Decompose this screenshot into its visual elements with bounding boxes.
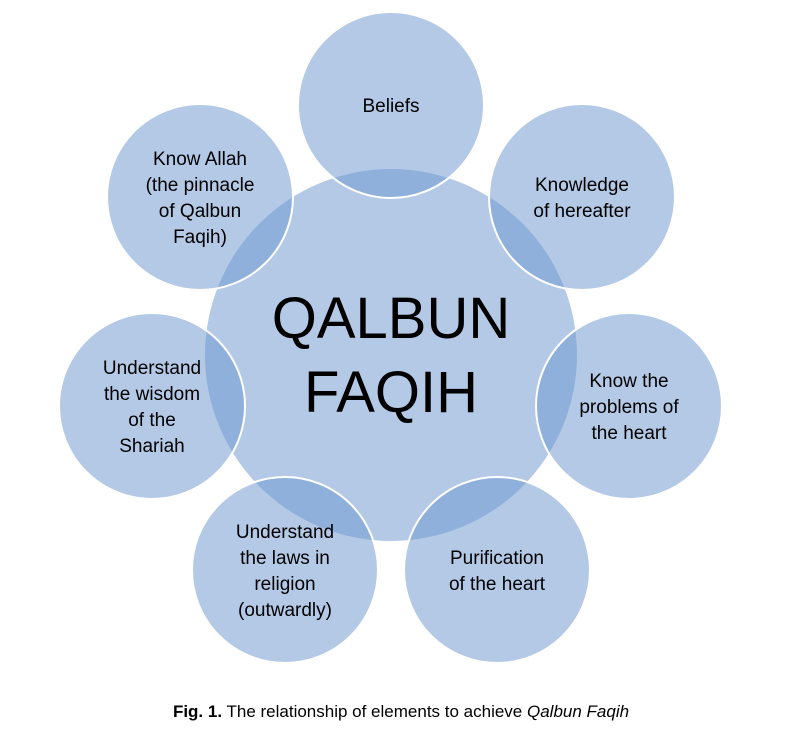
node-label-line: the wisdom [104, 384, 200, 405]
node-label-line: Understand [236, 522, 334, 543]
node-label-purification-heart: Purification of the heart [449, 548, 546, 595]
node-label-line: problems of [579, 397, 679, 418]
node-outline-purification-heart [403, 476, 591, 664]
center-label: QALBUN FAQIH [272, 286, 511, 425]
node-label-line: (the pinnacle [146, 175, 255, 196]
node-label-line: Understand [103, 358, 201, 379]
center-label-line: FAQIH [304, 360, 478, 425]
node-label-line: (outwardly) [238, 600, 332, 621]
node-label-laws-religion: Understand the laws in religion (outwardly) [236, 522, 334, 621]
node-label-line: of Qalbun [159, 201, 241, 222]
node-outline-beliefs [297, 11, 485, 199]
node-label-line: of the [128, 410, 176, 431]
node-outline-knowledge-hereafter [488, 103, 676, 291]
node-label-line: of the heart [449, 574, 546, 595]
center-circle [205, 169, 577, 541]
caption-text: The relationship of elements to achieve [222, 702, 527, 721]
node-label-line: Know the [589, 371, 668, 392]
overlap-know-allah [205, 169, 293, 290]
node-label-line: Purification [450, 548, 544, 569]
node-label-line: the heart [592, 423, 668, 444]
node-circle-wisdom-shariah [59, 313, 245, 499]
node-circle-problems-heart [536, 313, 722, 499]
node-label-beliefs: Beliefs [362, 96, 419, 117]
node-label-line: Know Allah [153, 149, 247, 170]
node-label-line: Knowledge [535, 175, 629, 196]
node-label-problems-heart: Know the problems of the heart [579, 371, 679, 444]
node-outline-wisdom-shariah [58, 312, 246, 500]
node-label-line: Shariah [119, 436, 185, 457]
node-label-line: of hereafter [533, 201, 631, 222]
node-label-line: the laws in [240, 548, 330, 569]
node-outline-laws-religion [191, 476, 379, 664]
overlap-knowledge-hereafter [489, 169, 577, 290]
node-label-line: Faqih) [173, 227, 227, 248]
node-label-line: Beliefs [362, 96, 419, 117]
caption-italic-term: Qalbun Faqih [526, 702, 630, 721]
figure-label: Fig. 1. [172, 702, 223, 721]
center-label-line: QALBUN [272, 286, 511, 351]
node-label-line: religion [254, 574, 315, 595]
figure-caption: Fig. 1. The relationship of elements to … [0, 702, 802, 722]
node-label-knowledge-hereafter: Knowledge of hereafter [533, 175, 631, 222]
node-circle-beliefs [298, 12, 484, 198]
node-outline-problems-heart [535, 312, 723, 500]
node-outline-know-allah [106, 103, 294, 291]
